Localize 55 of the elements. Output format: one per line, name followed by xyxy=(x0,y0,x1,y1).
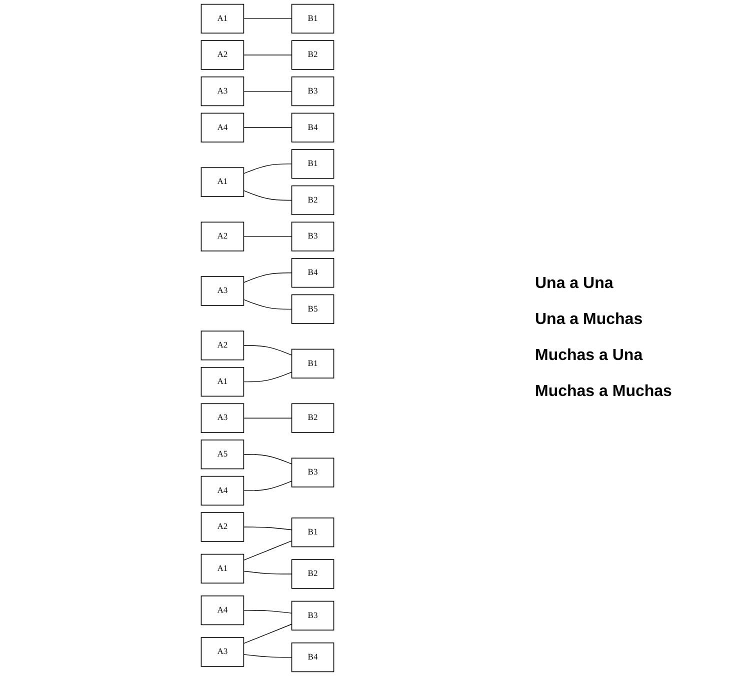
node-box: B2 xyxy=(291,185,334,216)
node-box: A2 xyxy=(200,330,244,360)
connector xyxy=(243,345,292,356)
connector xyxy=(243,236,292,237)
node-box: A2 xyxy=(200,40,244,70)
connector xyxy=(243,272,292,283)
node-box: B3 xyxy=(291,600,334,630)
node-box: A1 xyxy=(200,4,244,34)
node-box: A3 xyxy=(200,637,244,667)
node-box: B1 xyxy=(291,348,334,378)
node-box: A1 xyxy=(200,167,244,197)
node-box: B1 xyxy=(291,149,334,179)
connector xyxy=(243,480,292,492)
connector xyxy=(243,18,292,20)
node-box: B2 xyxy=(291,559,334,589)
node-box: A1 xyxy=(200,554,244,584)
node-box: B5 xyxy=(291,294,334,324)
caption: Muchas a Una xyxy=(535,347,644,365)
connector xyxy=(243,540,292,560)
caption: Muchas a Muchas xyxy=(535,383,673,401)
node-box: B3 xyxy=(291,222,334,252)
node-box: B2 xyxy=(291,403,334,433)
caption: Una a Una xyxy=(535,275,614,293)
node-box: A3 xyxy=(200,403,244,433)
node-box: A4 xyxy=(200,112,244,142)
node-box: A3 xyxy=(200,276,244,306)
connector xyxy=(243,526,292,530)
connector xyxy=(243,54,292,56)
node-box: A2 xyxy=(200,222,244,252)
node-box: A2 xyxy=(200,512,244,542)
node-box: B4 xyxy=(291,258,334,288)
node-box: B1 xyxy=(291,518,334,548)
connector xyxy=(243,454,292,464)
node-box: A3 xyxy=(200,76,244,106)
caption: Una a Muchas xyxy=(535,311,644,329)
node-box: B2 xyxy=(291,40,334,70)
node-box: B3 xyxy=(291,458,334,488)
node-box: A1 xyxy=(200,366,244,397)
node-box: B4 xyxy=(291,112,334,142)
connector xyxy=(243,610,292,614)
connector xyxy=(243,164,292,174)
connector xyxy=(243,570,292,574)
connector xyxy=(243,190,292,201)
connector xyxy=(243,654,292,658)
node-box: B3 xyxy=(291,76,334,106)
connector xyxy=(243,372,292,382)
node-box: A4 xyxy=(200,476,244,506)
connector xyxy=(243,127,292,128)
node-box: B1 xyxy=(291,4,334,34)
connector xyxy=(243,624,292,644)
node-box: A5 xyxy=(200,440,244,470)
connector xyxy=(243,299,292,310)
node-box: A4 xyxy=(200,596,244,626)
node-box: B4 xyxy=(291,642,334,672)
connector xyxy=(243,90,292,92)
